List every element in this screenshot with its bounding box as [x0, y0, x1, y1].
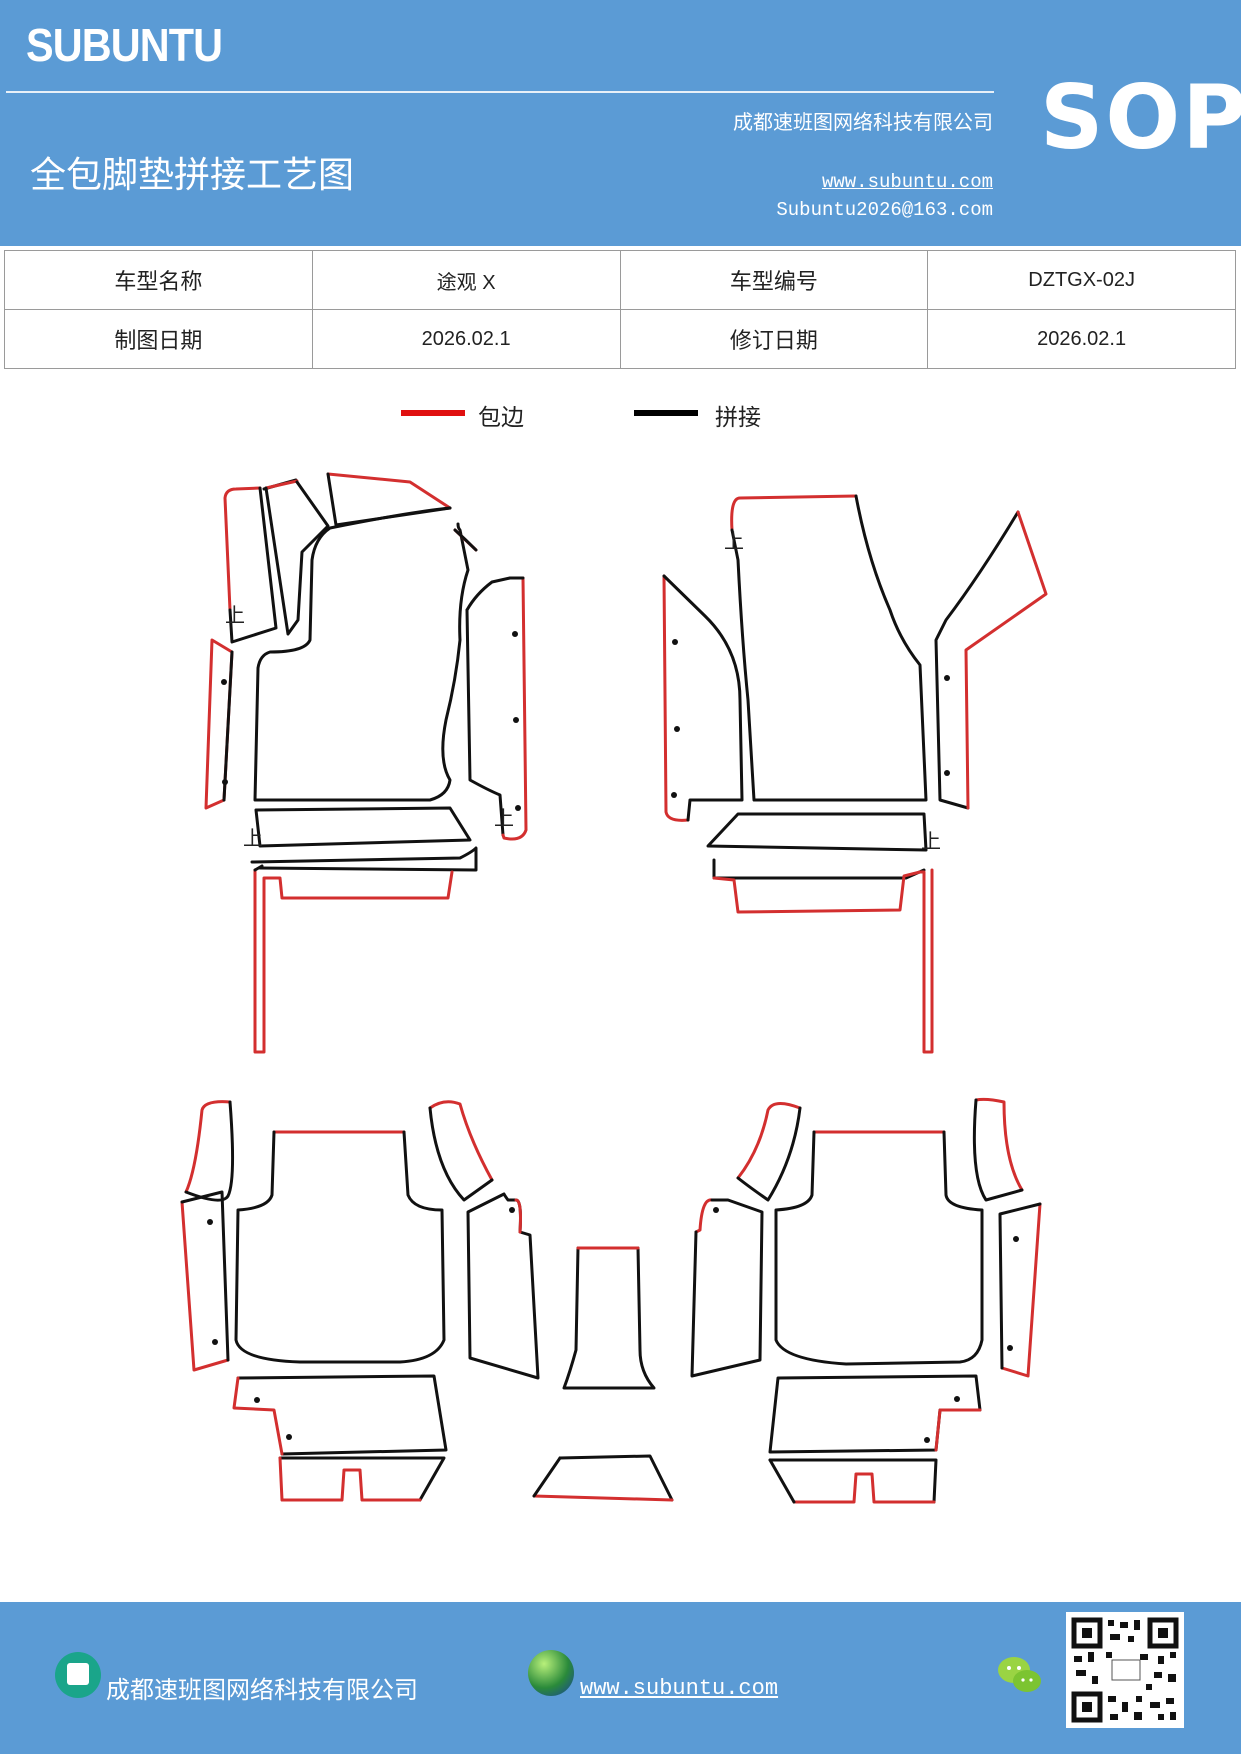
footer-company: 成都速班图网络科技有限公司: [106, 1676, 418, 1704]
up-mark: 上: [243, 826, 263, 850]
front-left-mat: 上 上 上: [204, 472, 528, 1054]
header-banner: SUBUNTU SOP 成都速班图网络科技有限公司 全包脚垫拼接工艺图 www.…: [0, 0, 1241, 246]
table-row: 制图日期 2026.02.1 修订日期 2026.02.1: [4, 309, 1236, 369]
label-cell: 制图日期: [4, 309, 313, 369]
footer-website-link[interactable]: www.subuntu.com: [580, 1676, 779, 1701]
legend-edge-label: 包边: [478, 405, 524, 431]
up-mark: 上: [724, 529, 744, 553]
brand-logo: SUBUNTU: [26, 19, 223, 71]
qr-code[interactable]: [1066, 1612, 1184, 1728]
sop-badge: SOP: [1040, 66, 1241, 169]
legend-seam-label: 拼接: [715, 405, 761, 431]
front-right-mat: 上 上: [662, 494, 1048, 1054]
label-cell: 车型编号: [619, 250, 929, 310]
value-cell: 2026.02.1: [311, 309, 621, 369]
up-mark: 上: [494, 806, 514, 830]
value-cell: 2026.02.1: [927, 309, 1236, 369]
table-row: 车型名称 途观 X 车型编号 DZTGX-02J: [4, 250, 1236, 310]
company-name: 成都速班图网络科技有限公司: [733, 110, 993, 134]
up-mark: 上: [225, 603, 245, 627]
header-divider: [6, 91, 994, 93]
globe-icon: [528, 1650, 574, 1696]
rear-right-mat: [690, 1097, 1042, 1504]
clip-dots: [207, 631, 1019, 1443]
value-cell: DZTGX-02J: [927, 250, 1236, 310]
website-link[interactable]: www.subuntu.com: [821, 171, 993, 193]
up-mark: 上: [921, 829, 941, 853]
wechat-icon[interactable]: [996, 1654, 1044, 1696]
email-text: Subuntu2026@163.com: [776, 199, 993, 221]
vehicle-info-table: 车型名称 途观 X 车型编号 DZTGX-02J 制图日期 2026.02.1 …: [4, 250, 1236, 369]
page-title: 全包脚垫拼接工艺图: [30, 155, 355, 196]
label-cell: 修订日期: [619, 309, 929, 369]
building-icon: [55, 1652, 101, 1698]
label-cell: 车型名称: [4, 250, 313, 310]
value-cell: 途观 X: [311, 250, 621, 310]
legend-edge-swatch: [401, 410, 465, 416]
rear-left-mat: [180, 1100, 674, 1502]
qr-code-pattern: [1071, 1617, 1179, 1723]
legend-seam-swatch: [634, 410, 698, 416]
